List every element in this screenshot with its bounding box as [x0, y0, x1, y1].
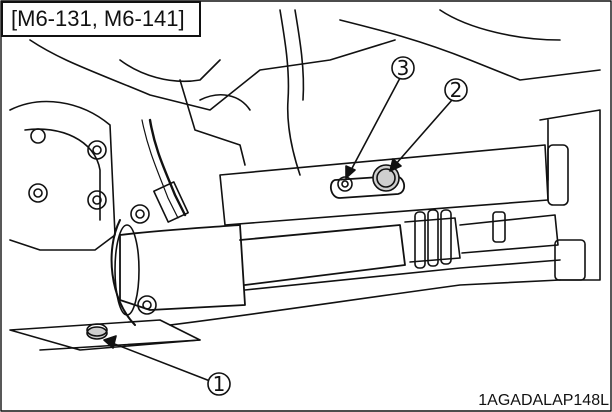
drain-plug-drawing — [86, 326, 108, 340]
propeller-shaft — [239, 224, 406, 286]
callout-1-label: 1 — [213, 372, 226, 396]
bracket-plate — [219, 144, 549, 226]
model-tag: [M6-131, M6-141] — [1, 1, 201, 37]
callout-1-circle — [207, 372, 231, 396]
leader-2 — [394, 99, 453, 166]
figure-code: 1AGADALAP148L — [478, 392, 609, 409]
hose-upper — [148, 118, 187, 217]
callout-3-label: 3 — [397, 56, 410, 80]
leader-3 — [349, 77, 401, 173]
check-plug-drawing — [337, 176, 353, 192]
callout-2-label: 2 — [450, 78, 463, 102]
callout-2-circle — [444, 78, 468, 102]
axle-housing — [119, 224, 246, 311]
frame-body — [29, 39, 396, 111]
leader-1 — [111, 342, 211, 382]
callout-3-circle — [391, 56, 415, 80]
